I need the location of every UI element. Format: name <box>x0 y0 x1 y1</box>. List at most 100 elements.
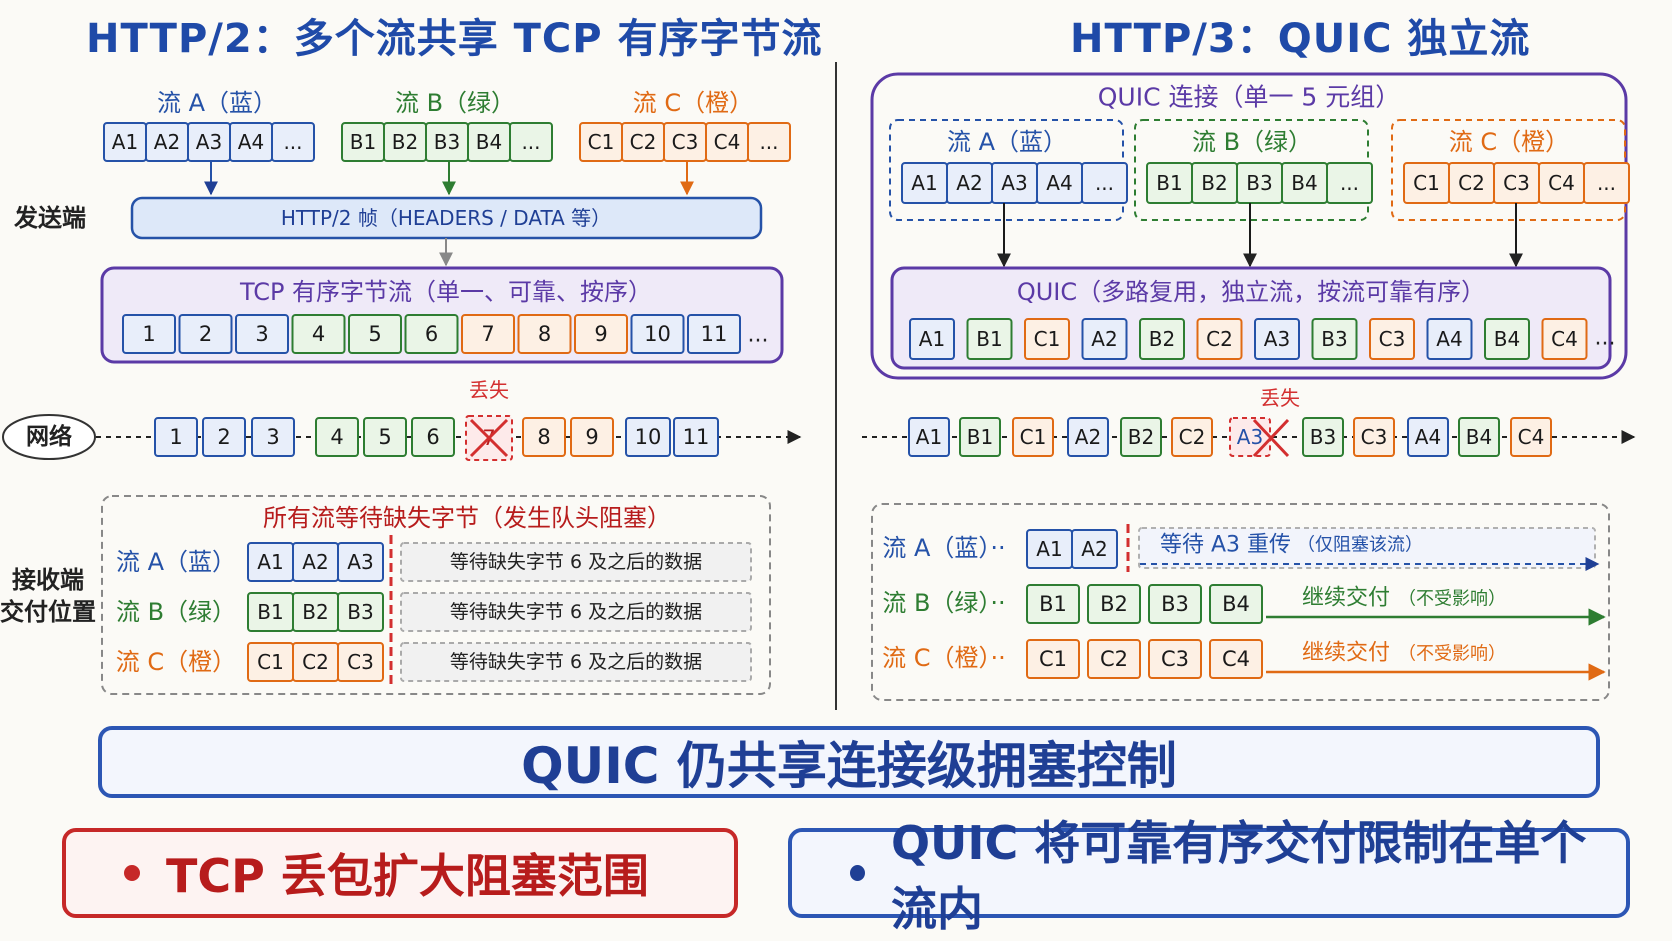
packet-cell <box>1026 639 1080 679</box>
packet-label: C2 <box>630 130 657 154</box>
packet-label: 3 <box>255 322 268 346</box>
packet-cell <box>235 314 289 354</box>
packet-label: A1 <box>919 327 945 351</box>
packet-cell <box>315 417 359 457</box>
packet-label: C1 <box>257 650 284 674</box>
lost-cross <box>469 418 509 458</box>
packet-label: A4 <box>1046 171 1072 195</box>
packet-cell <box>404 314 459 354</box>
packet-cell <box>271 122 315 162</box>
packet-label: 5 <box>378 425 391 449</box>
packet-label: B1 <box>1156 171 1182 195</box>
packet-label: C2 <box>1458 171 1485 195</box>
stream-title: 流 A（蓝） <box>157 89 277 117</box>
deliver-note-small: （不受影响） <box>1398 589 1506 610</box>
packet-label: B1 <box>976 327 1002 351</box>
packet-label: A1 <box>1036 537 1062 561</box>
packet-label: C4 <box>714 130 741 154</box>
packet-cell <box>1067 417 1109 457</box>
packet-cell <box>747 122 791 162</box>
packet-label: 6 <box>426 425 439 449</box>
quic-connection-box <box>870 72 1628 380</box>
packet-label: B3 <box>1246 171 1272 195</box>
tcp-stream-label: TCP 有序字节流（单一、可靠、按序） <box>239 278 652 306</box>
packet-cell <box>630 314 685 354</box>
receiver-stream-label: 流 A（蓝） <box>116 548 236 576</box>
packet-label: ... <box>759 130 778 154</box>
packet-label: 11 <box>683 425 710 449</box>
quic-receiver-stream-label: 流 C（橙）·· <box>882 644 1006 672</box>
packet-label: B3 <box>434 130 460 154</box>
packet-label: B3 <box>1310 425 1336 449</box>
packet-label: C1 <box>1039 647 1067 671</box>
packet-label: A3 <box>1001 171 1027 195</box>
quic-stream-box <box>1391 119 1626 221</box>
quic-summary-text: QUIC 将可靠有序交付限制在单个流内 <box>890 816 1587 936</box>
packet-label: B1 <box>257 600 283 624</box>
packet-cell <box>1024 318 1070 360</box>
packet-cell <box>1120 417 1162 457</box>
packet-cell <box>1148 639 1202 679</box>
packet-label: C3 <box>1503 171 1530 195</box>
packet-cell <box>574 314 628 354</box>
packet-label: A2 <box>154 130 180 154</box>
receiver-box <box>101 495 771 695</box>
quic-mux-more: ... <box>1595 326 1616 351</box>
retransmit-note-small: （仅阻塞该流） <box>1297 535 1423 556</box>
packet-label: A1 <box>112 130 138 154</box>
packet-label: ... <box>1340 171 1359 195</box>
packet-label: ... <box>1597 171 1616 195</box>
packet-cell <box>570 417 614 457</box>
packet-label: C3 <box>1361 425 1388 449</box>
quic-stream-title: 流 A（蓝） <box>947 128 1067 156</box>
packet-cell <box>1026 584 1080 624</box>
packet-label: A3 <box>347 550 373 574</box>
packet-label: C4 <box>1222 647 1250 671</box>
packet-label: C3 <box>672 130 699 154</box>
packet-label: ... <box>283 130 302 154</box>
deliver-note: 继续交付 <box>1302 641 1390 666</box>
packet-label: B1 <box>1039 592 1067 616</box>
http2-frame-label: HTTP/2 帧（HEADERS / DATA 等） <box>281 206 611 230</box>
right-title: HTTP/3：QUIC 独立流 <box>1070 16 1531 62</box>
packet-cell <box>461 314 515 354</box>
packet-cell <box>411 417 455 457</box>
packet-label: C2 <box>1100 647 1128 671</box>
packet-cell <box>1407 417 1449 457</box>
packet-cell <box>1139 318 1185 360</box>
waiting-box <box>400 542 752 582</box>
packet-label: B4 <box>1291 171 1317 195</box>
bullet-dot <box>850 865 865 881</box>
packet-label: 9 <box>594 322 607 346</box>
quic-stream-box <box>889 119 1124 221</box>
retransmit-wait-box <box>1138 527 1596 569</box>
packet-cell <box>966 318 1013 360</box>
packet-label: A1 <box>911 171 937 195</box>
quic-stream-box <box>1134 119 1369 221</box>
receiver-stream-label: 流 C（橙） <box>116 648 236 676</box>
packet-cell <box>337 542 384 582</box>
packet-cell <box>1254 318 1300 360</box>
packet-label: C4 <box>1551 327 1578 351</box>
packet-cell <box>348 314 402 354</box>
packet-cell <box>1087 584 1141 624</box>
packet-cell <box>522 417 566 457</box>
waiting-label: 等待缺失字节 6 及之后的数据 <box>450 601 702 623</box>
packet-label: C1 <box>588 130 615 154</box>
quic-receiver-box <box>871 503 1610 701</box>
quic-mux-label: QUIC（多路复用，独立流，按流可靠有序） <box>1017 278 1485 306</box>
packet-label: C3 <box>347 650 374 674</box>
packet-cell <box>517 314 572 354</box>
packet-cell <box>1087 639 1141 679</box>
packet-cell <box>1012 417 1054 457</box>
packet-label: B2 <box>392 130 418 154</box>
packet-cell <box>1369 318 1415 360</box>
packet-label: 4 <box>330 425 343 449</box>
packet-label: A4 <box>238 130 264 154</box>
sender-label: 发送端 <box>13 204 86 232</box>
packet-cell <box>154 417 198 457</box>
packet-label: 10 <box>635 425 662 449</box>
packet-label: A3 <box>1264 327 1290 351</box>
packet-label: B4 <box>476 130 502 154</box>
